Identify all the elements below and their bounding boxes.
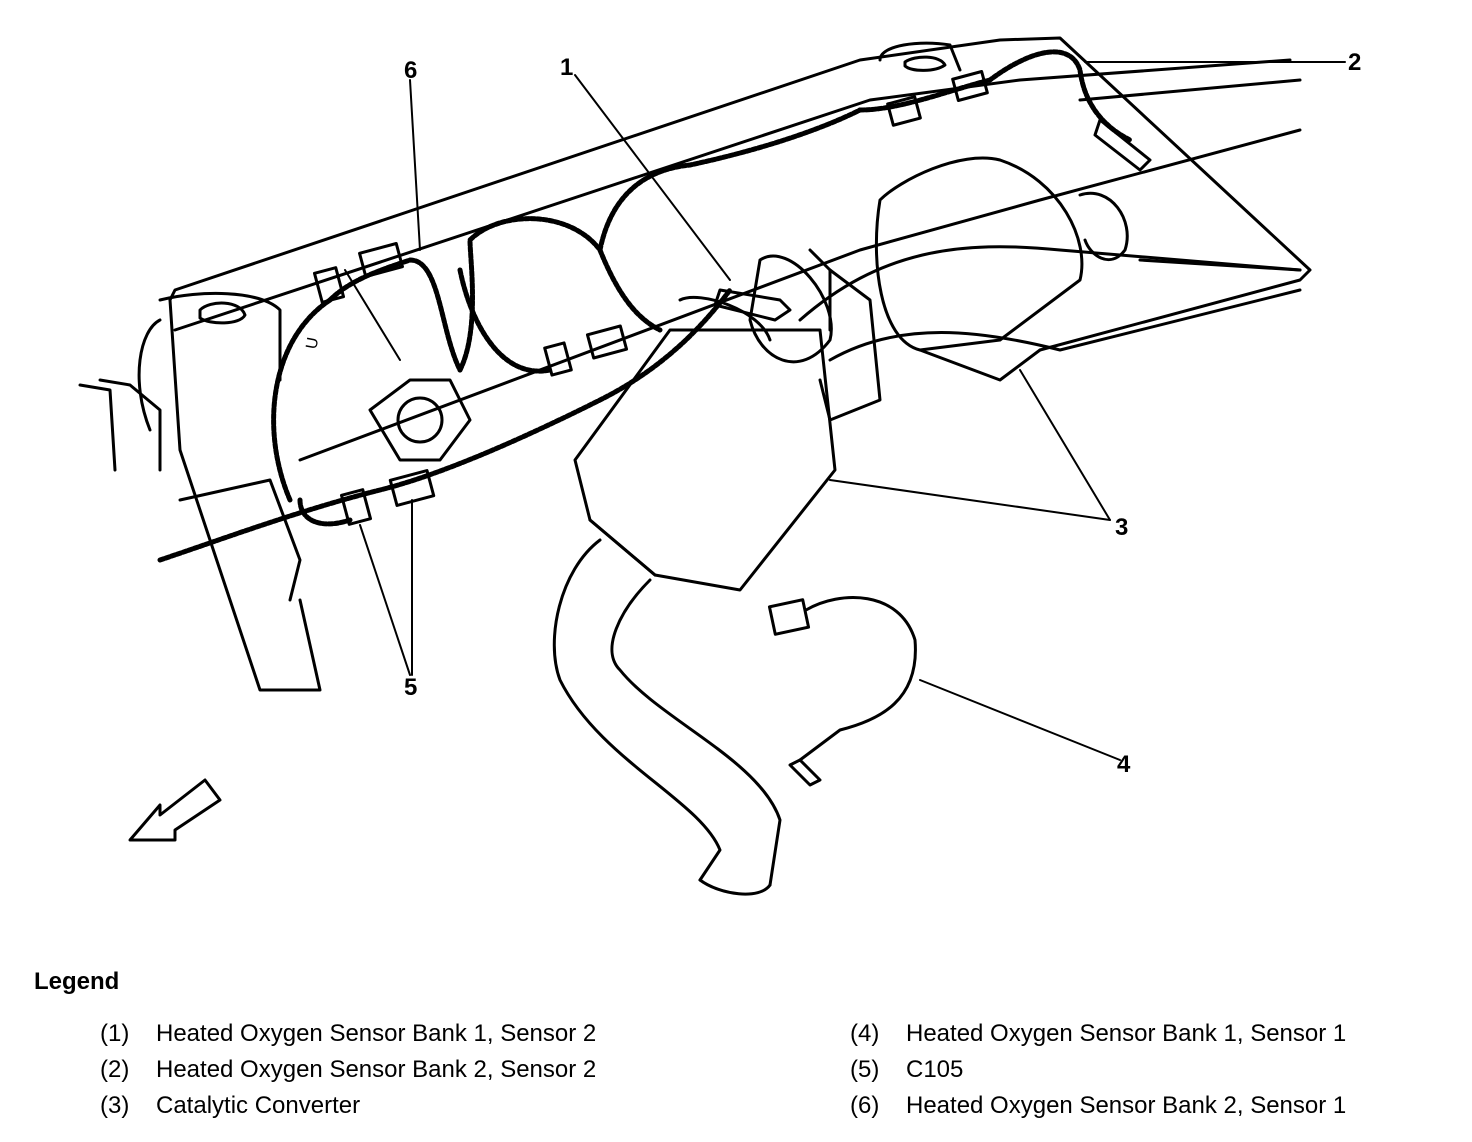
callout-1: 1 — [560, 54, 573, 81]
legend-item-text: C105 — [906, 1056, 964, 1083]
callout-leaders — [344, 61, 1346, 761]
legend-item-2: (2) Heated Oxygen Sensor Bank 2, Sensor 2 — [100, 1056, 596, 1084]
connector-upper-b — [543, 324, 629, 377]
legend-item-5: (5) C105 — [850, 1056, 963, 1084]
oxygen-sensor-bank1-sensor1 — [767, 596, 917, 787]
connector-upper-a — [312, 241, 404, 304]
legend-item-number: (5) — [850, 1056, 880, 1083]
legend-item-1: (1) Heated Oxygen Sensor Bank 1, Sensor 2 — [100, 1020, 596, 1048]
connector-c105-a — [388, 469, 436, 507]
legend-item-number: (3) — [100, 1092, 130, 1119]
legend-item-text: Heated Oxygen Sensor Bank 2, Sensor 1 — [906, 1092, 1347, 1119]
catalytic-converter-rear — [874, 156, 1129, 382]
callout-3: 3 — [1115, 514, 1128, 541]
oxygen-sensor-bank1-sensor2 — [713, 288, 792, 322]
legend-item-text: Heated Oxygen Sensor Bank 1, Sensor 2 — [156, 1020, 597, 1047]
callout-6: 6 — [404, 57, 417, 84]
legend-item-number: (4) — [850, 1020, 880, 1047]
callout-2: 2 — [1348, 49, 1361, 76]
legend-item-3: (3) Catalytic Converter — [100, 1092, 360, 1120]
connector-rear — [886, 69, 989, 127]
legend: Legend (1) Heated Oxygen Sensor Bank 1, S… — [0, 960, 1472, 1142]
exhaust-pipe — [552, 245, 1302, 896]
legend-item-6: (6) Heated Oxygen Sensor Bank 2, Sensor 1 — [850, 1092, 1346, 1120]
legend-title: Legend — [34, 968, 120, 995]
catalytic-converter-front — [573, 254, 837, 592]
legend-item-4: (4) Heated Oxygen Sensor Bank 1, Sensor 1 — [850, 1020, 1346, 1048]
wiring-harness — [157, 49, 1133, 563]
legend-item-number: (6) — [850, 1092, 880, 1119]
exhaust-sensor-diagram: 1 2 3 4 5 6 U — [78, 36, 1361, 896]
callout-5: 5 — [404, 674, 417, 701]
connector-c105-b — [339, 488, 373, 526]
callout-4: 4 — [1117, 751, 1131, 778]
legend-item-number: (1) — [100, 1020, 130, 1047]
exhaust-flange — [368, 378, 472, 462]
legend-item-text: Heated Oxygen Sensor Bank 1, Sensor 1 — [906, 1020, 1347, 1047]
legend-item-text: Catalytic Converter — [156, 1092, 361, 1119]
oxygen-sensor-bank2-sensor2 — [1093, 118, 1152, 172]
engine-stamp-label: U — [303, 336, 322, 350]
front-direction-arrow-icon — [128, 778, 222, 842]
legend-item-text: Heated Oxygen Sensor Bank 2, Sensor 2 — [156, 1056, 597, 1083]
converter-bracket — [808, 248, 882, 422]
legend-item-number: (2) — [100, 1056, 130, 1083]
